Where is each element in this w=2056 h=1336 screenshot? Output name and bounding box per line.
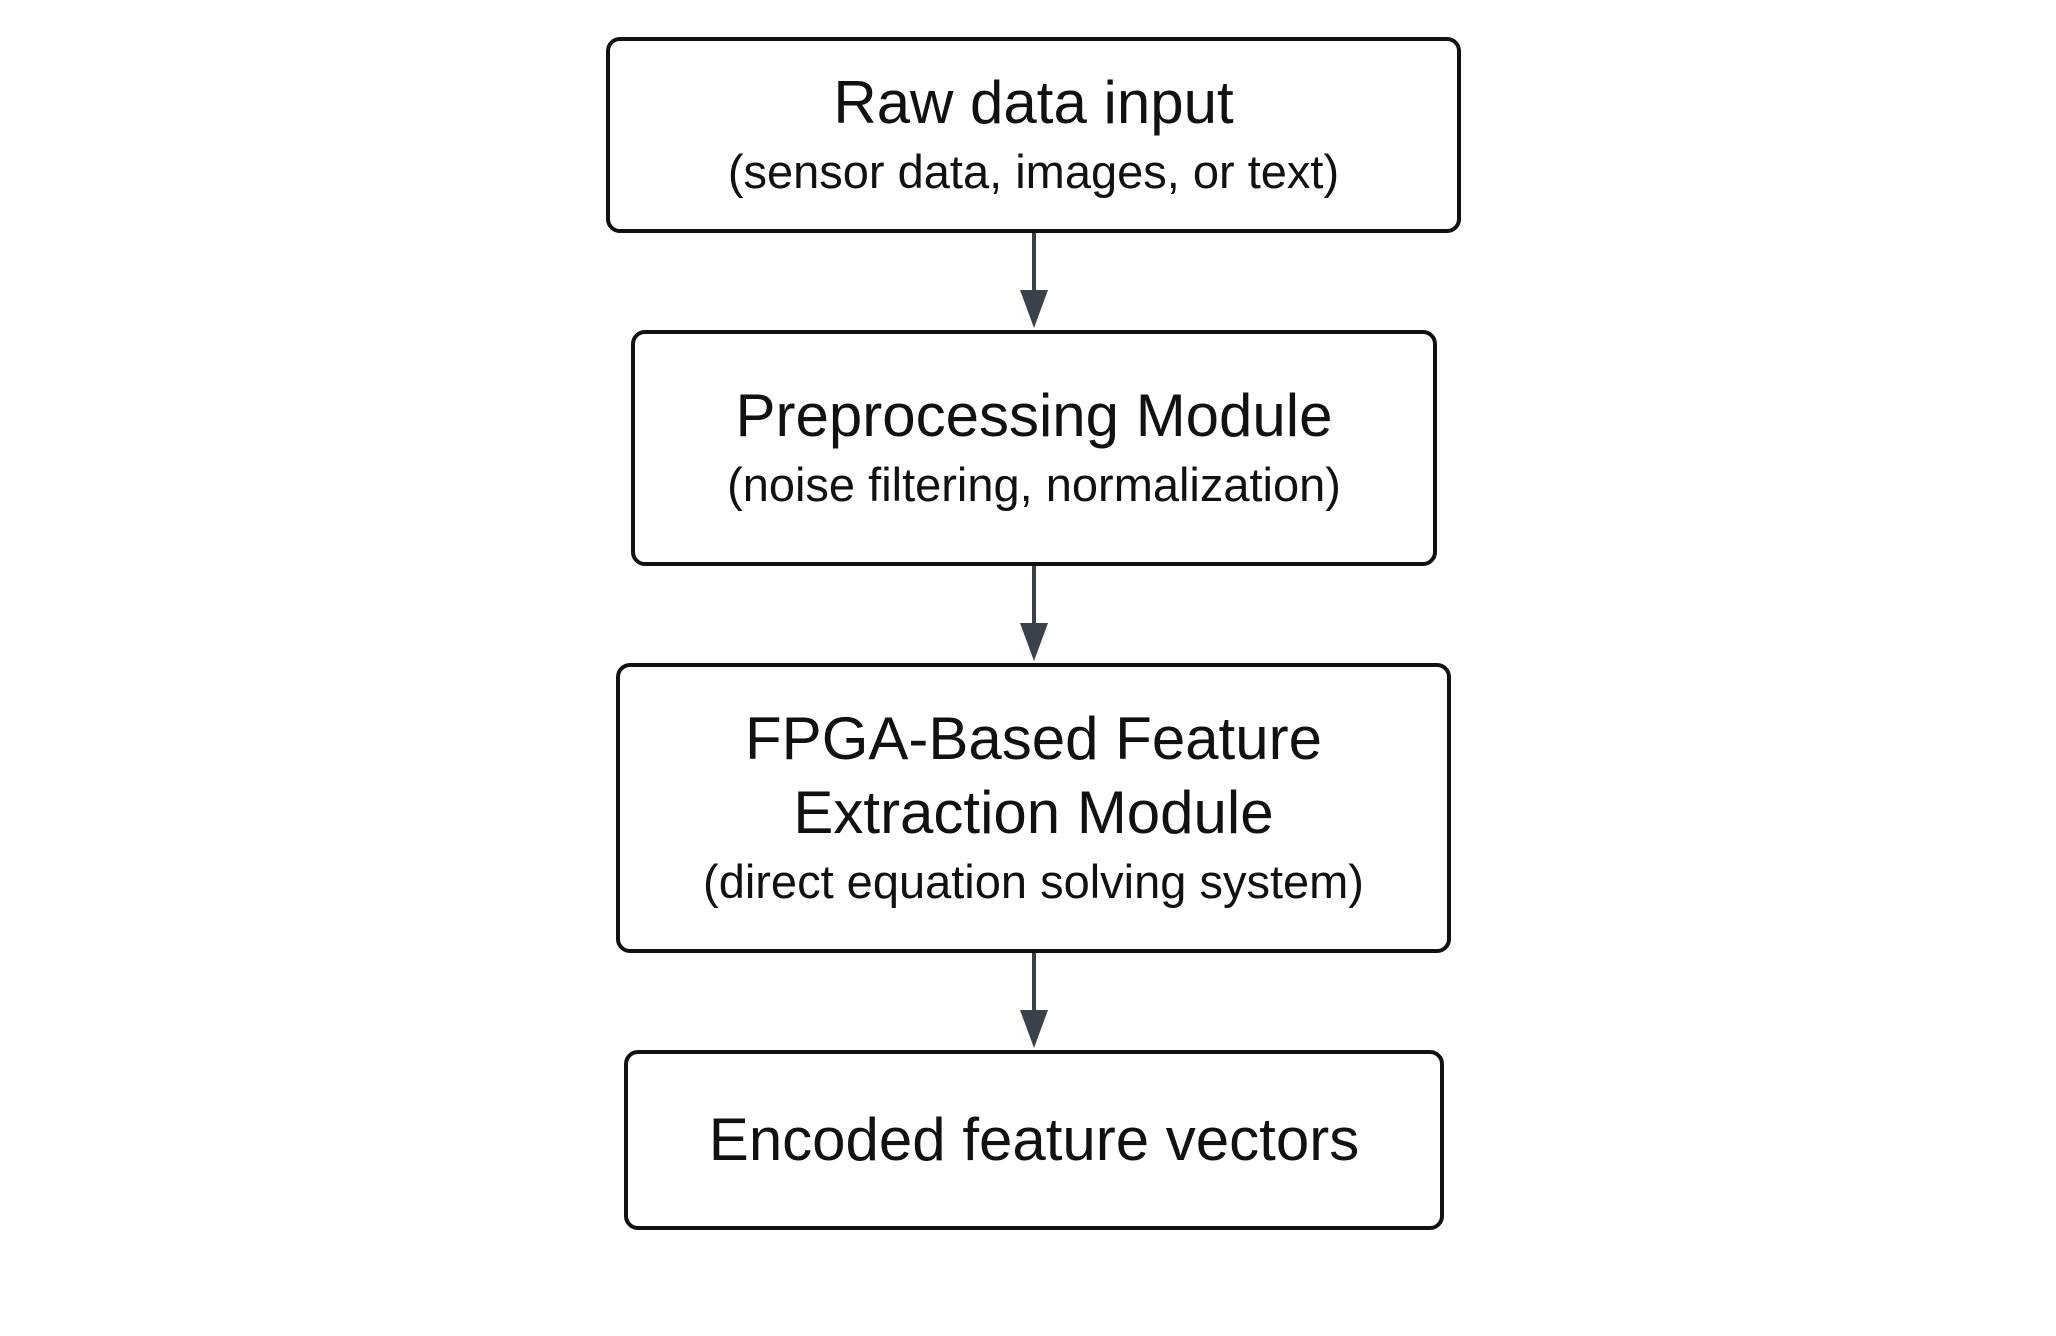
arrow-raw-to-preprocessing (1020, 233, 1048, 328)
node-title-line-2: Extraction Module (793, 779, 1274, 846)
node-subtitle: (direct equation solving system) (703, 855, 1364, 908)
node-title: Preprocessing Module (735, 382, 1333, 449)
node-title: Raw data input (833, 69, 1234, 136)
node-title-line-1: FPGA-Based Feature (745, 705, 1322, 772)
node-raw-data-input: Raw data input (sensor data, images, or … (606, 37, 1461, 233)
arrow-preprocessing-to-fpga (1020, 566, 1048, 661)
node-subtitle: (noise filtering, normalization) (727, 458, 1341, 511)
node-fpga-feature-extraction: FPGA-Based Feature Extraction Module (di… (616, 663, 1451, 953)
node-encoded-feature-vectors: Encoded feature vectors (624, 1050, 1444, 1230)
node-title: Encoded feature vectors (708, 1106, 1360, 1173)
node-subtitle: (sensor data, images, or text) (727, 145, 1340, 198)
node-preprocessing-module: Preprocessing Module (noise filtering, n… (631, 330, 1437, 566)
arrow-fpga-to-encoded (1020, 953, 1048, 1048)
